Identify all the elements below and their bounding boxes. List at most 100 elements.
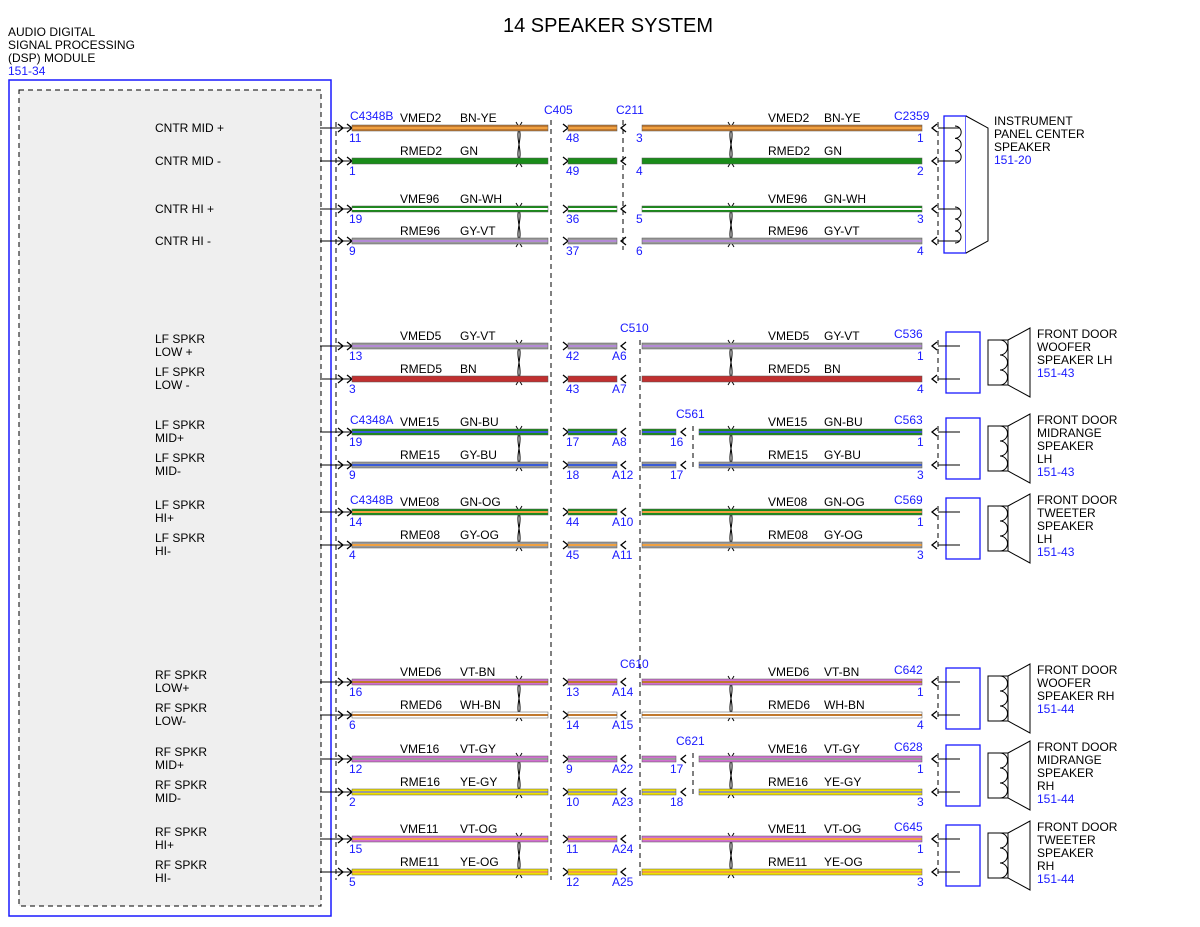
speaker-coil-icon	[999, 505, 1008, 552]
wire-segment-stripe	[568, 431, 617, 433]
speaker-cone-icon	[1007, 663, 1031, 734]
wire-segment-edge	[567, 124, 618, 132]
speaker-cone-icon	[1007, 493, 1031, 564]
wire-color-code: GY-VT	[460, 224, 496, 238]
inline-pin-number: A22	[612, 762, 634, 776]
splice-pin-number: 37	[566, 244, 580, 258]
splice-pin-number: 49	[566, 164, 580, 178]
speaker-pin-number: 1	[917, 131, 924, 145]
module-pin-number: 16	[349, 685, 363, 699]
wire-segment-edge	[351, 205, 549, 213]
speaker-label: SPEAKER	[1037, 439, 1094, 453]
speaker-label: MIDRANGE	[1037, 426, 1102, 440]
connector-arrow	[619, 540, 627, 550]
wire-color-code: BN-YE	[460, 111, 497, 125]
speaker-connector-box	[945, 667, 981, 730]
circuit-name: RME15	[400, 448, 440, 462]
speaker-connector-box	[945, 417, 981, 480]
splice-pin-number: 13	[566, 685, 580, 699]
speaker-label: FRONT DOOR	[1037, 740, 1118, 754]
speaker-coil-icon	[999, 675, 1008, 722]
wire-segment-edge	[641, 157, 923, 165]
module-label-line: (DSP) MODULE	[8, 51, 95, 65]
circuit-pin-label: LF SPKR	[155, 332, 205, 346]
wire-segment	[642, 376, 922, 382]
module-pin-number: 15	[349, 842, 363, 856]
circuit-name: RMED6	[768, 698, 810, 712]
speaker-magnet-box	[987, 339, 1009, 386]
speaker-label: TWEETER	[1037, 833, 1096, 847]
connector-arrow	[619, 710, 627, 720]
wire-color-code: YE-GY	[460, 775, 497, 789]
wire-segment-edge	[641, 788, 677, 796]
connector-arrow	[930, 374, 938, 384]
wire-segment-edge	[567, 428, 618, 436]
wire-color-code: BN	[824, 362, 841, 376]
speaker-cone-icon	[1007, 820, 1031, 891]
wire-segment-edge	[351, 711, 549, 719]
speaker-pin-number: 1	[917, 842, 924, 856]
connector-arrow	[619, 834, 627, 844]
wire-segment-edge	[567, 755, 618, 763]
wire-segment-stripe	[568, 758, 617, 760]
wire-segment-stripe	[642, 208, 922, 210]
circuit-pin-label: RF SPKR	[155, 745, 207, 759]
wire-segment-edge	[698, 755, 923, 763]
speaker-label: WOOFER	[1037, 340, 1091, 354]
wire-color-code: GY-VT	[460, 329, 496, 343]
speaker-pin-number: 3	[917, 548, 924, 562]
wire-segment-edge	[641, 428, 677, 436]
circuit-name: RMED2	[768, 144, 810, 158]
circuit-name: VME08	[400, 495, 440, 509]
wire-color-code: GN	[824, 144, 842, 158]
wire-segment-stripe	[352, 240, 548, 242]
wire-color-code: VT-OG	[824, 822, 861, 836]
circuit-pin-label: RF SPKR	[155, 825, 207, 839]
circuit-name: VME96	[400, 192, 440, 206]
wire-segment-edge	[641, 124, 923, 132]
wire-segment-edge	[567, 375, 618, 383]
connector-arrow	[619, 787, 627, 797]
splice-pin-number: 9	[566, 762, 573, 776]
inline-pin-number: A14	[612, 685, 634, 699]
circuit-pin-label: CNTR MID -	[155, 154, 221, 168]
wire-segment-stripe	[642, 464, 676, 466]
wire-color-code: GN-WH	[824, 192, 866, 206]
speaker-label: MIDRANGE	[1037, 753, 1102, 767]
connector-arrow	[619, 123, 627, 133]
wire-segment-edge	[351, 868, 549, 876]
module-pin-number: 9	[349, 244, 356, 258]
speaker-ref: 151-20	[994, 153, 1032, 167]
dsp-module-label: AUDIO DIGITAL SIGNAL PROCESSING (DSP) MO…	[8, 25, 135, 78]
speaker-coil-icon	[954, 206, 962, 244]
wire-segment-edge	[641, 678, 923, 686]
connector-arrow	[619, 507, 627, 517]
module-pin-number: 6	[349, 718, 356, 732]
wire-segment-edge	[698, 461, 923, 469]
wire-segment-edge	[641, 541, 923, 549]
splice-pin-number: 11	[566, 842, 579, 856]
speaker-connector-box	[943, 115, 967, 254]
wire-segment-edge	[641, 237, 923, 245]
wire-segment-stripe	[642, 127, 922, 129]
module-ref: 151-34	[8, 64, 46, 78]
splice-pin-number: 45	[566, 548, 580, 562]
wire-color-code: VT-BN	[824, 665, 859, 679]
connector-arrow	[337, 540, 345, 550]
connector-arrow	[337, 374, 345, 384]
speaker-magnet-box	[987, 752, 1009, 799]
connector-arrow	[337, 156, 345, 166]
speaker-pin-number: 1	[917, 515, 924, 529]
speaker-label: SPEAKER RH	[1037, 689, 1114, 703]
wire-segment-edge	[351, 157, 549, 165]
speaker-cone-icon	[1007, 413, 1031, 484]
wire-color-code: GN-BU	[824, 415, 863, 429]
wire-segment-edge	[351, 237, 549, 245]
wire-color-code: GY-OG	[460, 528, 499, 542]
